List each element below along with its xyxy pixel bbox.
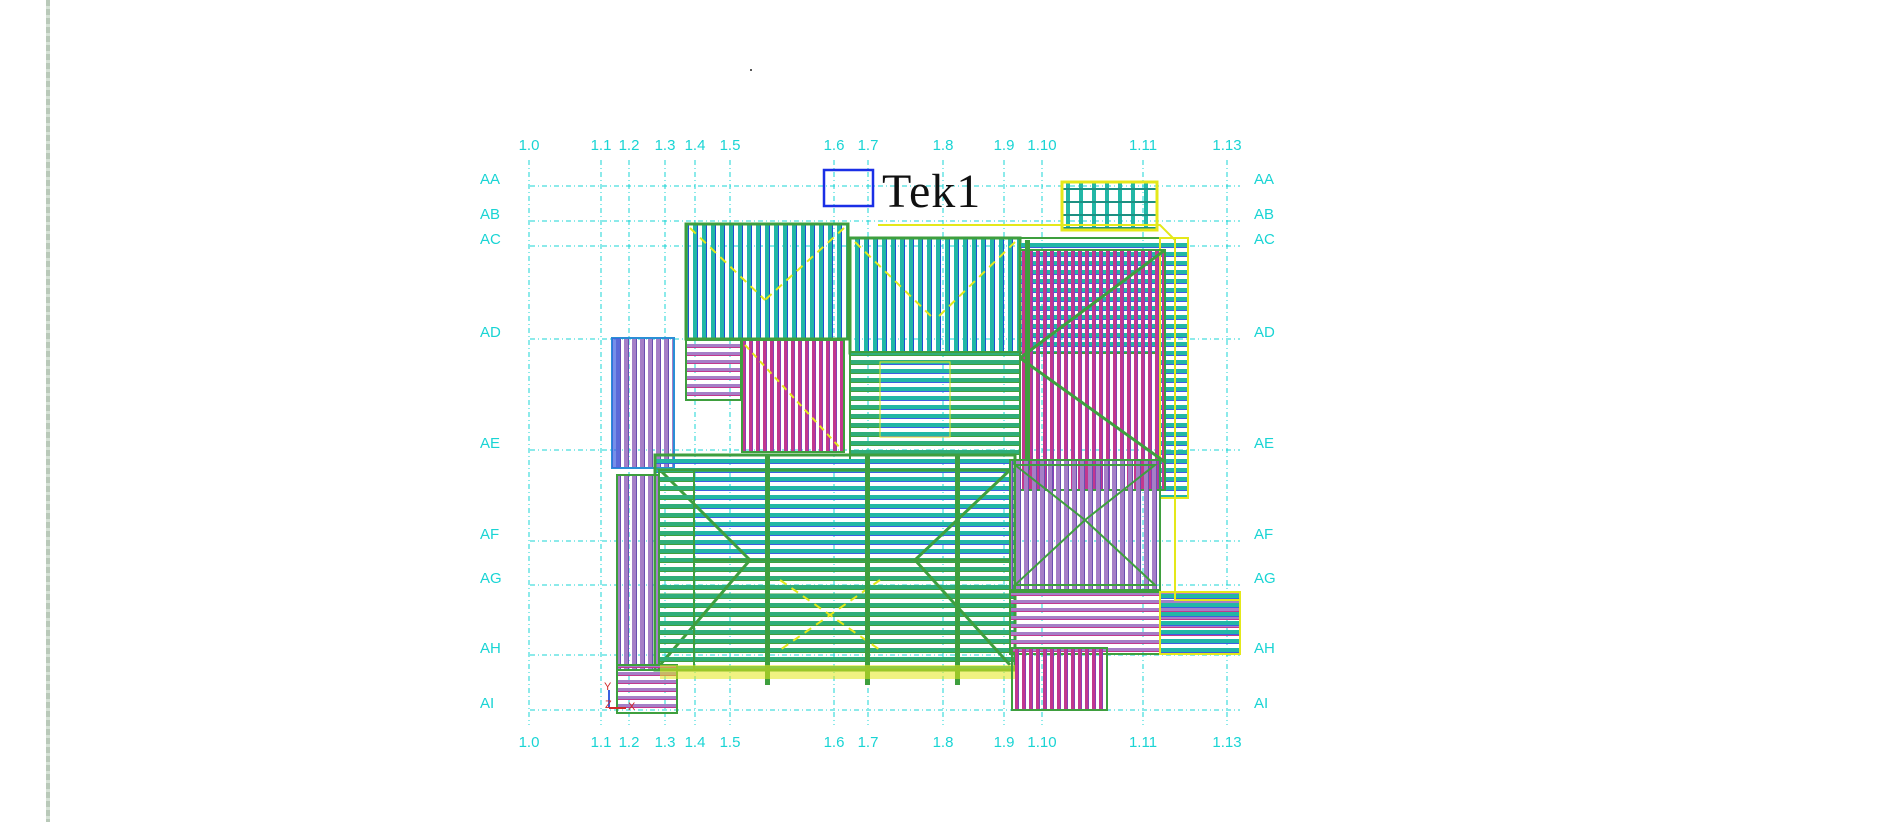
grid-label-top-1.1: 1.1 xyxy=(591,137,612,154)
axis-indicator: Z X Y xyxy=(604,681,636,713)
beam xyxy=(765,455,770,685)
hip-line xyxy=(913,558,1012,667)
grid-label-top-1.2: 1.2 xyxy=(619,137,640,154)
grid-label-bottom-1.5: 1.5 xyxy=(720,734,741,751)
roof-panel-east-wing[interactable] xyxy=(1159,591,1241,655)
grid-label-left-AD: AD xyxy=(480,324,501,341)
hip-roof-face xyxy=(1012,518,1158,586)
roof-panel-north-east-tower[interactable] xyxy=(1060,180,1159,232)
eave-strip xyxy=(660,665,1015,679)
hip-roof-face xyxy=(1012,464,1158,522)
grid-label-left-AF: AF xyxy=(480,526,499,543)
grid-label-top-1.8: 1.8 xyxy=(933,137,954,154)
structural-grid-labels: 1.0 1.0 1.1 1.1 1.2 1.2 1.3 1.3 1.4 1.4 1.5 1.5 1.6 1… xyxy=(480,137,1276,751)
grid-label-bottom-1.11: 1.11 xyxy=(1129,734,1157,751)
roof-panel-south-east-bay[interactable] xyxy=(1011,647,1108,711)
grid-label-bottom-1.9: 1.9 xyxy=(994,734,1015,751)
grid-label-right-AE: AE xyxy=(1254,435,1274,452)
grid-label-top-1.10: 1.10 xyxy=(1027,137,1056,154)
roof-panel-west-lower[interactable] xyxy=(616,474,660,671)
axis-x-label: X xyxy=(628,701,636,713)
hip-line xyxy=(764,227,845,301)
ridge-line xyxy=(1019,356,1166,464)
grid-label-top-1.9: 1.9 xyxy=(994,137,1015,154)
grid-label-left-AE: AE xyxy=(480,435,500,452)
roof-panel-west-edge[interactable] xyxy=(612,338,620,468)
grid-label-left-AG: AG xyxy=(480,570,502,587)
grid-label-right-AB: AB xyxy=(1254,206,1274,223)
roof-plan[interactable] xyxy=(611,180,1241,714)
grid-label-bottom-1.13: 1.13 xyxy=(1212,734,1241,751)
hip-line xyxy=(744,344,843,451)
left-panel-border xyxy=(46,0,50,822)
hip-line xyxy=(934,241,1016,321)
roof-panel-north-central[interactable] xyxy=(848,236,1022,355)
roof-panel-west-small[interactable] xyxy=(611,337,675,469)
hip-line xyxy=(854,241,936,321)
grid-label-right-AH: AH xyxy=(1254,640,1275,657)
roof-panel-west-lower-strip[interactable] xyxy=(658,469,695,671)
grid-label-top-1.6: 1.6 xyxy=(824,137,845,154)
grid-label-left-AI: AI xyxy=(480,695,494,712)
hip-line xyxy=(689,227,766,301)
grid-label-right-AI: AI xyxy=(1254,695,1268,712)
grid-label-left-AA: AA xyxy=(480,171,500,188)
grid-label-top-1.11: 1.11 xyxy=(1129,137,1157,154)
grid-label-top-1.4: 1.4 xyxy=(685,137,706,154)
drawing-title: Tek1 xyxy=(882,165,981,218)
grid-label-bottom-1.7: 1.7 xyxy=(858,734,879,751)
roof-panel-mid-west[interactable] xyxy=(685,339,742,401)
grid-label-left-AC: AC xyxy=(480,231,501,248)
grid-label-right-AC: AC xyxy=(1254,231,1275,248)
grid-label-bottom-1.3: 1.3 xyxy=(655,734,676,751)
title-marker-box[interactable] xyxy=(822,168,875,208)
beam xyxy=(955,455,960,685)
axis-z-label: Z xyxy=(605,699,612,711)
grid-label-right-AA: AA xyxy=(1254,171,1274,188)
building-outline xyxy=(878,224,1240,601)
grid-label-bottom-1.8: 1.8 xyxy=(933,734,954,751)
grid-label-bottom-1.0: 1.0 xyxy=(519,734,540,751)
roof-panel-east-magenta[interactable] xyxy=(1019,249,1166,491)
grid-label-left-AB: AB xyxy=(480,206,500,223)
grid-label-bottom-1.10: 1.10 xyxy=(1027,734,1056,751)
grid-label-top-1.0: 1.0 xyxy=(519,137,540,154)
hip-line xyxy=(779,579,881,651)
roof-panel-north-west[interactable] xyxy=(684,222,850,341)
roof-panel-center-inner[interactable] xyxy=(879,361,951,438)
grid-label-bottom-1.4: 1.4 xyxy=(685,734,706,751)
stray-point xyxy=(750,69,752,71)
beam xyxy=(865,455,870,685)
roof-panel-south-main[interactable] xyxy=(653,558,1017,672)
grid-label-top-1.3: 1.3 xyxy=(655,137,676,154)
grid-label-right-AF: AF xyxy=(1254,526,1273,543)
grid-label-left-AH: AH xyxy=(480,640,501,657)
axis-y-label: Y xyxy=(604,681,612,693)
beam xyxy=(1025,240,1030,470)
grid-label-top-1.5: 1.5 xyxy=(720,137,741,154)
grid-label-right-AD: AD xyxy=(1254,324,1275,341)
ridge-line xyxy=(1019,248,1166,360)
grid-label-bottom-1.1: 1.1 xyxy=(591,734,612,751)
grid-label-right-AG: AG xyxy=(1254,570,1276,587)
grid-label-top-1.13: 1.13 xyxy=(1212,137,1241,154)
grid-label-top-1.7: 1.7 xyxy=(858,137,879,154)
grid-label-bottom-1.6: 1.6 xyxy=(824,734,845,751)
grid-label-bottom-1.2: 1.2 xyxy=(619,734,640,751)
